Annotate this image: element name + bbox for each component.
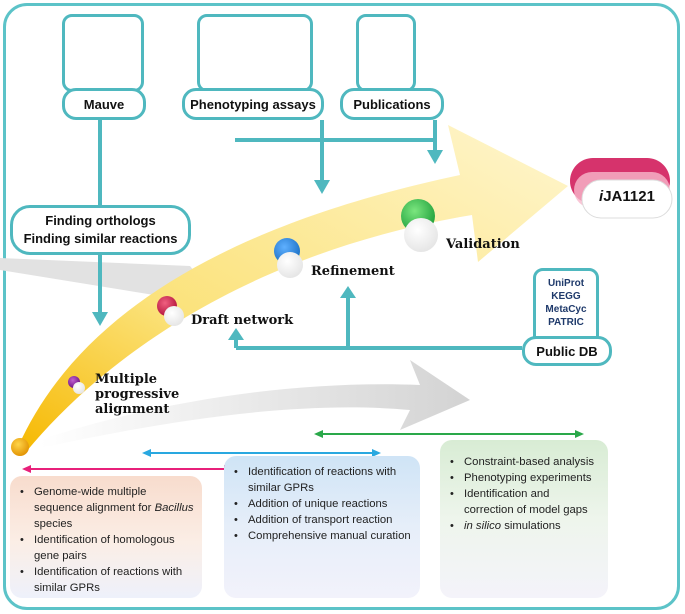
stage-validation: Validation [446, 237, 520, 252]
shadow-band [0, 258, 210, 300]
model-label: iJA1121 [582, 188, 672, 205]
arrowheads [92, 150, 443, 340]
panel-alignment: Genome-wide multiple sequence alignment … [10, 476, 202, 598]
stage-alignment-line2: progressive [95, 387, 180, 402]
db-patric: PATRIC [548, 317, 584, 328]
start-marker [11, 438, 29, 456]
publications-image-box [356, 14, 416, 92]
panel-validation: Constraint-based analysis Phenotyping ex… [440, 440, 608, 598]
stage-alignment-line1: Multiple [95, 372, 158, 387]
public-db-label: Public DB [522, 336, 612, 366]
db-metacyc: MetaCyc [545, 304, 587, 315]
mauve-image-box [62, 14, 144, 92]
diagram-frame [3, 3, 680, 610]
stage-alignment-line3: alignment [95, 402, 170, 417]
panel-refinement-item: Identification of reactions with similar… [234, 464, 412, 496]
model-prefix: i [599, 188, 604, 205]
panel-alignment-item: Identification of reactions with similar… [20, 564, 194, 596]
panel-refinement: Identification of reactions with similar… [224, 456, 420, 598]
draft-marker [157, 296, 184, 326]
connectors [98, 120, 522, 350]
panel-validation-item: Phenotyping experiments [450, 470, 600, 486]
phase-arrows [28, 433, 578, 470]
arrow-shadow [40, 360, 470, 448]
db-kegg: KEGG [551, 291, 581, 302]
database-list: UniProt KEGG MetaCyc PATRIC [536, 271, 596, 329]
panel-validation-item: Constraint-based analysis [450, 454, 600, 470]
panel-validation-item: in silico simulations [450, 518, 600, 534]
panel-alignment-item: Identification of homologous gene pairs [20, 532, 194, 564]
db-uniprot: UniProt [547, 278, 585, 289]
orthologs-line2: Finding similar reactions [23, 231, 178, 246]
panel-refinement-item: Comprehensive manual curation [234, 528, 412, 544]
publications-label: Publications [340, 88, 444, 120]
panel-refinement-item: Addition of transport reaction [234, 512, 412, 528]
validation-marker [401, 199, 438, 252]
phenotyping-label: Phenotyping assays [182, 88, 324, 120]
alignment-marker [68, 376, 85, 394]
stage-alignment: Multiple progressive alignment [95, 372, 179, 417]
stage-refinement: Refinement [311, 264, 395, 279]
panel-refinement-item: Addition of unique reactions [234, 496, 412, 512]
model-pill [570, 158, 673, 219]
stage-draft-network: Draft network [191, 313, 294, 328]
model-name: JA1121 [603, 188, 655, 205]
panel-validation-item: Identification and correction of model g… [450, 486, 600, 518]
orthologs-line1: Finding orthologs [45, 213, 156, 228]
phenotyping-image-box [197, 14, 313, 92]
orthologs-box: Finding orthologs Finding similar reacti… [10, 205, 191, 255]
panel-alignment-item: Genome-wide multiple sequence alignment … [20, 484, 194, 532]
refinement-marker [274, 238, 303, 278]
mauve-label: Mauve [62, 88, 146, 120]
